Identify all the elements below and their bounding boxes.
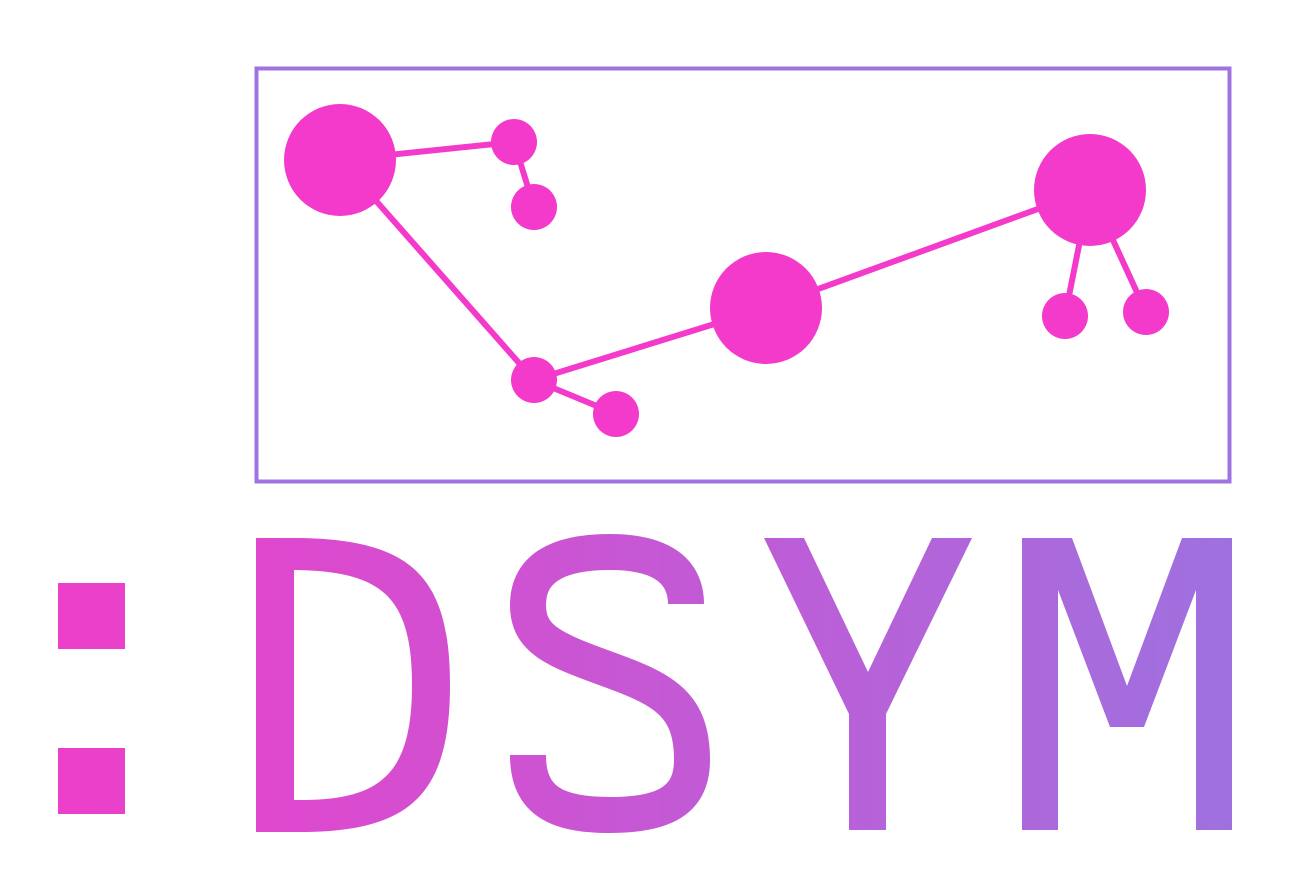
wordmark-letter-d bbox=[256, 538, 450, 832]
wordmark bbox=[58, 534, 1232, 833]
graph-node-small bbox=[1042, 293, 1088, 339]
wordmark-colon-dot bbox=[58, 748, 125, 814]
graph-node-large bbox=[1034, 134, 1146, 246]
graph-node-large bbox=[284, 104, 396, 216]
wordmark-letter-y bbox=[764, 538, 972, 830]
graph-node-small bbox=[511, 357, 557, 403]
graph-node-small bbox=[1123, 289, 1169, 335]
graph-node-small bbox=[593, 391, 639, 437]
wordmark-letter-s bbox=[510, 534, 710, 833]
graph-node-small bbox=[491, 119, 537, 165]
wordmark-colon-dot bbox=[58, 583, 125, 649]
graph-nodes bbox=[284, 104, 1169, 437]
graph-node-small bbox=[511, 184, 557, 230]
graph-frame bbox=[254, 66, 1232, 484]
graph-edge bbox=[763, 187, 1093, 311]
wordmark-letter-m bbox=[1022, 538, 1232, 830]
graph-node-large bbox=[710, 252, 822, 364]
